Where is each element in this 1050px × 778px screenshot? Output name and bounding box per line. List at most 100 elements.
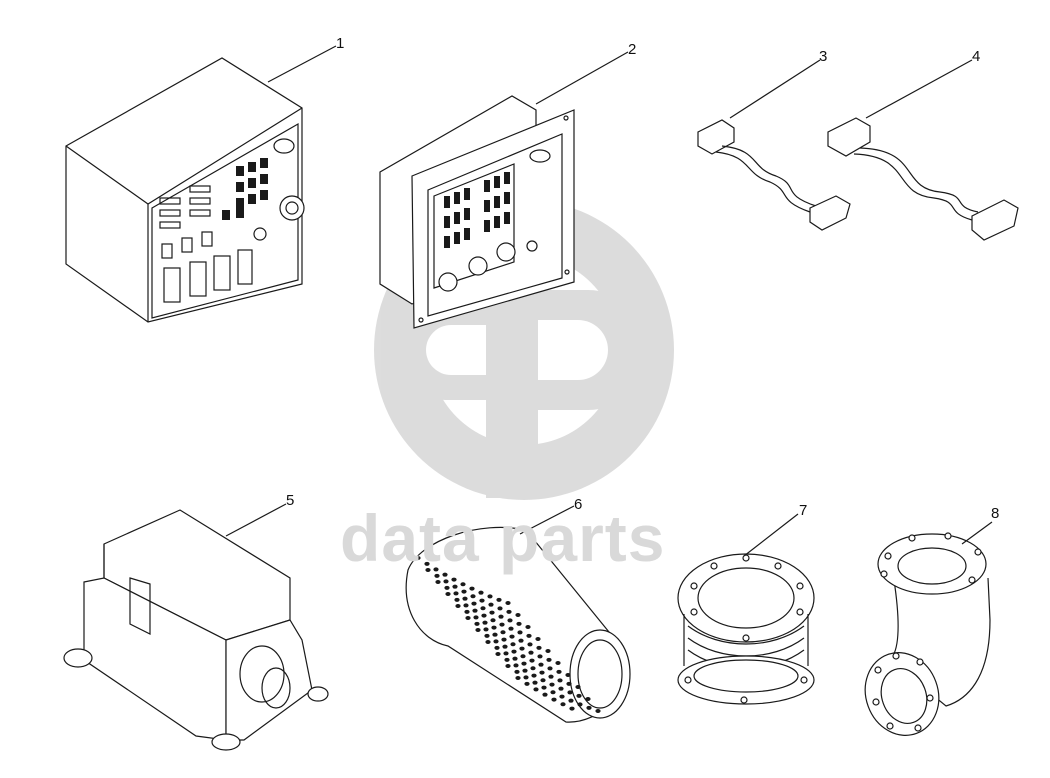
perforation-hole: [509, 634, 515, 639]
perforation-hole: [521, 661, 527, 666]
part-3-cable: [697, 59, 851, 231]
perforation-hole: [557, 678, 563, 683]
perforation-hole: [492, 632, 498, 637]
perforation-hole: [442, 572, 448, 577]
perforation-hole: [433, 567, 439, 572]
perforation-hole: [460, 582, 466, 587]
perforation-hole: [550, 690, 556, 695]
perforation-hole: [566, 681, 572, 686]
perforation-hole: [556, 669, 562, 674]
perforation-hole: [555, 661, 561, 665]
callout-1: 1: [336, 35, 345, 52]
perforation-hole: [558, 686, 564, 691]
perforation-hole: [487, 594, 493, 599]
perforation-hole: [462, 596, 468, 601]
perforation-hole: [475, 628, 481, 632]
perforation-pattern: [415, 556, 601, 713]
perforation-hole: [542, 692, 548, 697]
perforation-hole: [586, 705, 592, 710]
perforation-hole: [528, 650, 534, 655]
perforation-hole: [515, 676, 521, 680]
callout-8: 8: [991, 505, 1000, 522]
perforation-hole: [499, 622, 505, 627]
watermark-text: data parts: [340, 501, 666, 575]
perforation-hole: [493, 639, 499, 644]
perforation-hole: [480, 606, 486, 611]
perforation-hole: [523, 675, 529, 680]
perforation-hole: [455, 604, 461, 608]
perforation-hole: [471, 601, 477, 606]
part-5-connector-housing: [63, 503, 329, 751]
perforation-hole: [595, 709, 601, 713]
perforation-hole: [508, 626, 514, 631]
flange-holes: [872, 532, 982, 732]
perforation-hole: [435, 580, 441, 584]
perforation-hole: [474, 621, 480, 626]
perforation-hole: [514, 669, 520, 674]
perforation-hole: [494, 645, 500, 650]
perforation-hole: [560, 702, 566, 707]
perforation-hole: [453, 591, 459, 596]
perforation-hole: [498, 614, 504, 619]
perforation-hole: [519, 646, 525, 651]
part-8-elbow-pipe: [864, 521, 993, 736]
callout-5: 5: [286, 492, 295, 509]
perforation-hole: [483, 627, 489, 632]
perforation-hole: [536, 645, 542, 650]
bolt-holes: [684, 554, 808, 704]
perforation-hole: [585, 697, 591, 701]
perforation-hole: [545, 649, 551, 653]
part-4-cable: [827, 59, 1019, 241]
perforation-hole: [535, 637, 541, 641]
perforation-hole: [501, 637, 507, 642]
perforation-hole: [524, 681, 530, 686]
perforation-hole: [522, 668, 528, 673]
perforation-hole: [576, 693, 582, 698]
perforation-hole: [546, 657, 552, 662]
perforation-hole: [565, 673, 571, 677]
perforation-hole: [434, 573, 440, 578]
perforation-hole: [529, 658, 535, 663]
perforation-hole: [488, 602, 494, 607]
perforation-hole: [503, 651, 509, 656]
perforation-hole: [506, 609, 512, 614]
perforation-hole: [473, 615, 479, 620]
perforation-hole: [526, 633, 532, 638]
perforation-hole: [537, 654, 543, 659]
perforation-hole: [454, 597, 460, 602]
perforation-hole: [577, 702, 583, 707]
perforation-hole: [490, 618, 496, 623]
perforation-hole: [568, 698, 574, 703]
part-7-expansion-joint: [677, 513, 815, 705]
perforation-hole: [527, 642, 533, 647]
perforation-hole: [472, 608, 478, 613]
perforation-hole: [517, 630, 523, 635]
perforation-hole: [463, 603, 469, 608]
perforation-hole: [567, 690, 573, 695]
perforation-hole: [510, 642, 516, 647]
perforation-hole: [505, 664, 511, 668]
perforation-hole: [512, 656, 518, 661]
perforation-hole: [465, 616, 471, 620]
perforation-hole: [547, 666, 553, 671]
callout-3: 3: [819, 48, 828, 65]
perforation-hole: [513, 663, 519, 668]
perforation-hole: [569, 706, 575, 711]
perforation-hole: [515, 613, 521, 617]
perforation-hole: [551, 697, 557, 702]
part-1-control-box: [65, 45, 337, 323]
perforation-hole: [525, 625, 531, 629]
callout-4: 4: [972, 48, 981, 65]
perforation-hole: [491, 625, 497, 630]
perforation-hole: [533, 687, 539, 692]
perforation-hole: [497, 606, 503, 611]
perforation-hole: [539, 670, 545, 675]
perforation-hole: [479, 598, 485, 603]
callout-7: 7: [799, 502, 808, 519]
perforation-hole: [461, 589, 467, 594]
perforation-hole: [516, 621, 522, 626]
perforation-hole: [424, 561, 430, 566]
perforation-hole: [505, 601, 511, 605]
perforation-hole: [484, 633, 490, 638]
